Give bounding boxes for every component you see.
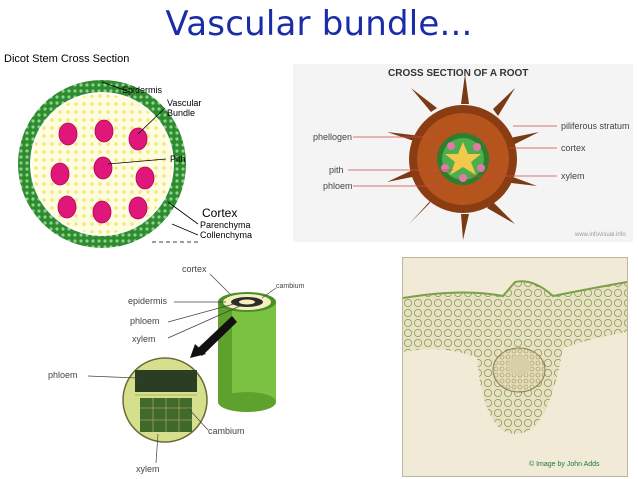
stem-label-epidermis: epidermis [128,296,168,306]
stem-3d-svg [87,273,277,464]
root-label-piliferous: piliferous stratum [561,121,630,131]
dicot-label-cortex: Cortex [202,206,238,220]
root-label-phellogen: phellogen [313,132,353,142]
vascular-bundle [92,200,112,224]
root-label-phloem: phloem [323,181,353,191]
dicot-vascular-bundles [50,119,155,224]
root-cross-section-svg [348,74,557,240]
vascular-bundle [128,196,148,220]
root-watermark: www.infovisual.info [575,232,626,238]
slide-title: Vascular bundle... [165,4,473,44]
micrograph-svg [403,280,627,434]
root-label-pith: pith [329,165,344,175]
stem-3d-diagram: cortex epidermis phloem xylem cambium ph… [40,258,340,479]
leaf-midrib-micrograph: © Image by John Adds [402,257,628,477]
stem-label-xylem: xylem [132,334,156,344]
vascular-bundle [57,195,77,219]
dicot-label-vascular-1: Vascular [167,98,202,108]
dicot-label-collenchyma: Collenchyma [200,230,253,240]
stem-label-phloem-left: phloem [48,370,78,380]
stem-label-cambium-top: cambium [276,283,305,290]
vascular-bundle [135,166,155,190]
vascular-bundle [58,122,78,146]
dicot-stem-svg [18,80,199,248]
root-leader-lines [348,125,557,187]
dicot-label-vascular-2: Bundle [167,108,196,118]
vascular-bundle [93,156,113,180]
stem-label-phloem: phloem [130,316,160,326]
stem-label-cortex: cortex [182,264,207,274]
root-label-xylem: xylem [561,171,585,181]
dicot-leader-lines [101,81,199,243]
dicot-stem-diagram: Dicot Stem Cross Section [0,52,280,252]
magnified-phloem-band [135,370,197,392]
root-xylem-star [445,142,481,175]
stem-label-xylem-bottom: xylem [136,464,160,474]
dicot-heading: Dicot Stem Cross Section [4,53,130,65]
vascular-bundle [50,162,70,186]
dicot-label-parenchyma: Parenchyma [200,220,251,230]
root-heading: CROSS SECTION OF A ROOT [388,68,529,79]
root-label-cortex: cortex [561,143,586,153]
stem-label-cambium-bottom: cambium [208,426,245,436]
stem-cylinder-base [218,392,276,412]
root-cross-section-diagram: CROSS SECTION OF A ROOT [293,64,633,242]
vascular-bundle [94,119,114,143]
dicot-label-epidermis: Epidermis [122,85,163,95]
magnify-arrow [196,316,237,356]
vascular-bundle [128,127,148,151]
dicot-label-pith: Pith [170,154,186,164]
stem-leader-lines [87,273,277,464]
micrograph-credit: © Image by John Adds [529,461,600,468]
